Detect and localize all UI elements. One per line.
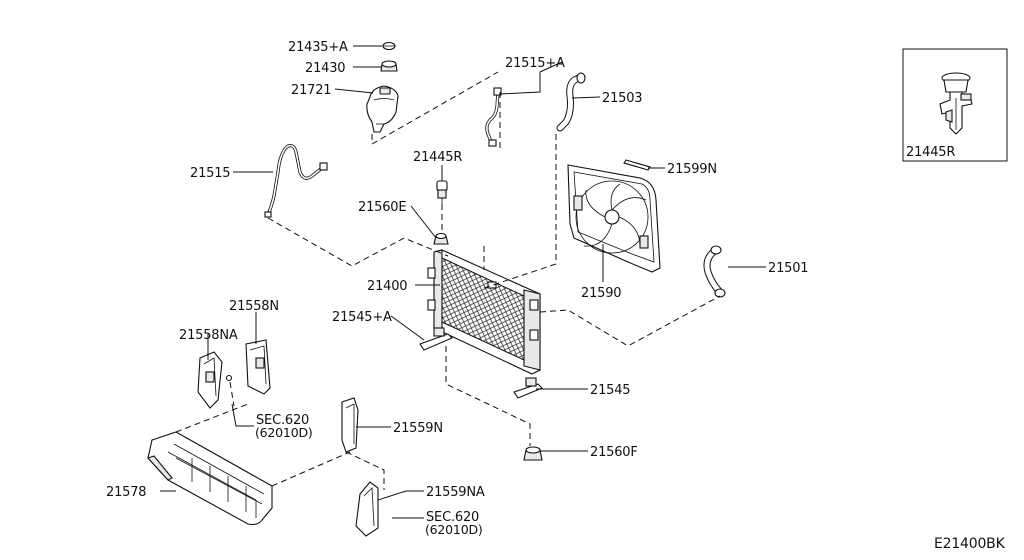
label-21590: 21590 (581, 286, 621, 301)
label-21578: 21578 (106, 485, 146, 500)
label-21501: 21501 (768, 261, 808, 276)
label-21503: 21503 (602, 91, 642, 106)
label-21515a: 21515+A (505, 56, 565, 71)
part-21559na-seal (355, 481, 379, 537)
label-21435a: 21435+A (288, 40, 348, 55)
label-sec620-a: SEC.620 (256, 413, 309, 428)
label-21559n: 21559N (393, 421, 443, 436)
label-21545a: 21545+A (332, 310, 392, 325)
part-21560e-mount (433, 232, 449, 245)
diagram-code: E21400BK (934, 536, 1006, 552)
part-21578-air-duct (147, 431, 273, 526)
label-sec620-a-ref: (62010D) (255, 425, 313, 440)
part-21590-fan-shroud (567, 164, 661, 273)
label-21445r: 21445R (413, 150, 462, 165)
part-21559n-seal (341, 397, 359, 453)
part-21445r-clip (436, 180, 448, 204)
part-21503-hose (556, 72, 586, 132)
label-21430: 21430 (305, 61, 345, 76)
inset-label-21445r: 21445R (906, 145, 955, 160)
part-21545-bracket (513, 377, 543, 399)
label-21560e: 21560E (358, 200, 406, 215)
label-sec620-b-ref: (62010D) (425, 522, 483, 537)
inset-clip-drawing (939, 72, 973, 135)
label-21721: 21721 (291, 83, 331, 98)
part-21558na-seal (197, 351, 233, 409)
inset-21445r: 21445R (902, 48, 1008, 162)
assembly-dashed-lines (175, 71, 721, 490)
label-21545: 21545 (590, 383, 630, 398)
label-sec620-b: SEC.620 (426, 510, 479, 525)
part-21435a-cap (382, 41, 396, 51)
label-21599n: 21599N (667, 162, 717, 177)
label-21515: 21515 (190, 166, 230, 181)
part-21545a-bracket (419, 327, 453, 351)
part-21515-hose (264, 144, 328, 218)
part-21430-cap (380, 60, 398, 72)
part-21558n-seal (245, 339, 271, 395)
part-21501-hose (703, 245, 726, 298)
label-21560f: 21560F (590, 445, 638, 460)
part-21721-reservoir-tank (366, 85, 399, 133)
part-21599n-strip (623, 159, 651, 171)
label-21400: 21400 (367, 279, 407, 294)
label-21558n: 21558N (229, 299, 279, 314)
part-21515a-hose (485, 87, 502, 147)
label-21558na: 21558NA (179, 328, 238, 343)
part-21560f-mount (523, 446, 543, 461)
label-21559na: 21559NA (426, 485, 485, 500)
leader-lines (160, 45, 766, 519)
part-labels: 21435+A 21430 21721 21515+A 21503 21515 … (106, 40, 809, 537)
